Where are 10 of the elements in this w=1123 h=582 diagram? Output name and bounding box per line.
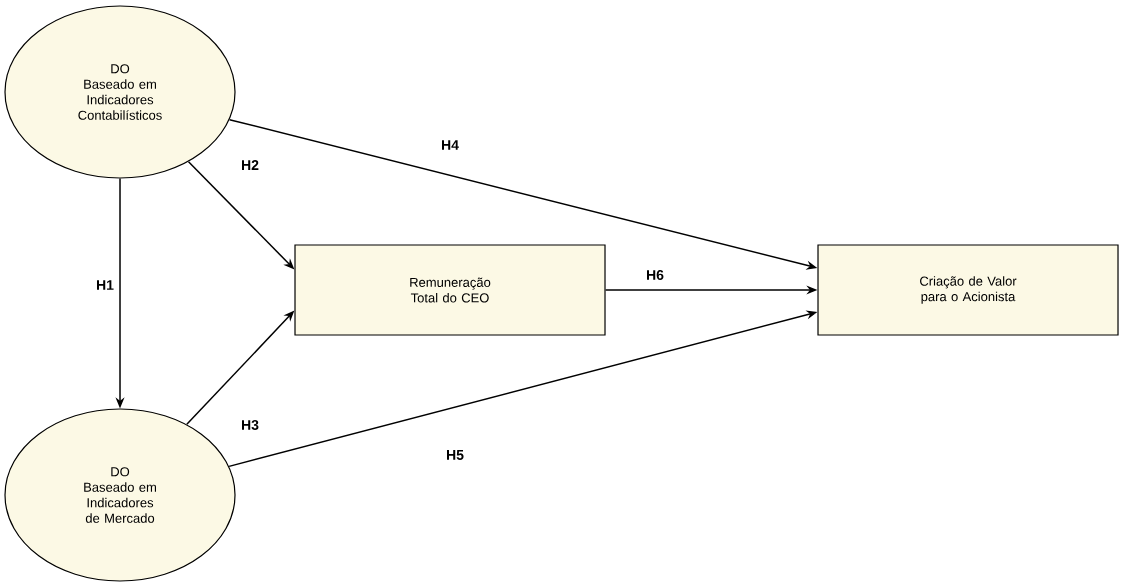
process-box: Criação de Valor para o Acionista [817,244,1119,336]
ellipse-node: DO Baseado em Indicadores Contabilísticos [4,5,236,179]
edge-label: H5 [445,449,465,461]
ellipse-node: DO Baseado em Indicadores de Mercado [4,408,236,582]
edge-label: H6 [645,269,665,281]
process-box: Remuneração Total do CEO [294,244,606,336]
edge-label: H1 [95,279,115,291]
edge-label: H4 [440,139,460,151]
edge-label: H2 [240,159,260,171]
edge-label: H3 [240,419,260,431]
